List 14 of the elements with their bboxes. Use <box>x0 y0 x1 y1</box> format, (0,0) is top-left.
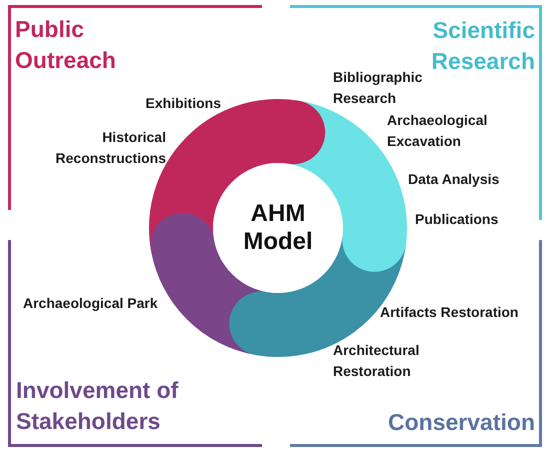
quadrant-heading: Involvement of Stakeholders <box>16 376 180 436</box>
activity-label: Artifacts Restoration <box>380 303 520 322</box>
quadrant-heading: Conservation <box>387 408 535 437</box>
activity-label: Bibliographic Research <box>333 68 424 108</box>
activity-label: Publications <box>415 210 500 229</box>
model-title: AHM Model <box>242 200 314 256</box>
activity-label: Exhibitions <box>144 94 221 113</box>
activity-label: Historical Reconstructions <box>54 128 166 168</box>
activity-label: Data Analysis <box>408 170 500 189</box>
quadrant-heading: Public Outreach <box>15 15 117 75</box>
activity-label: Archaeological Excavation <box>387 111 488 151</box>
activity-label: Archaeological Park <box>23 294 159 313</box>
activity-label: Architectural Restoration <box>333 341 420 381</box>
quadrant-heading: Scientific Research <box>430 16 535 76</box>
